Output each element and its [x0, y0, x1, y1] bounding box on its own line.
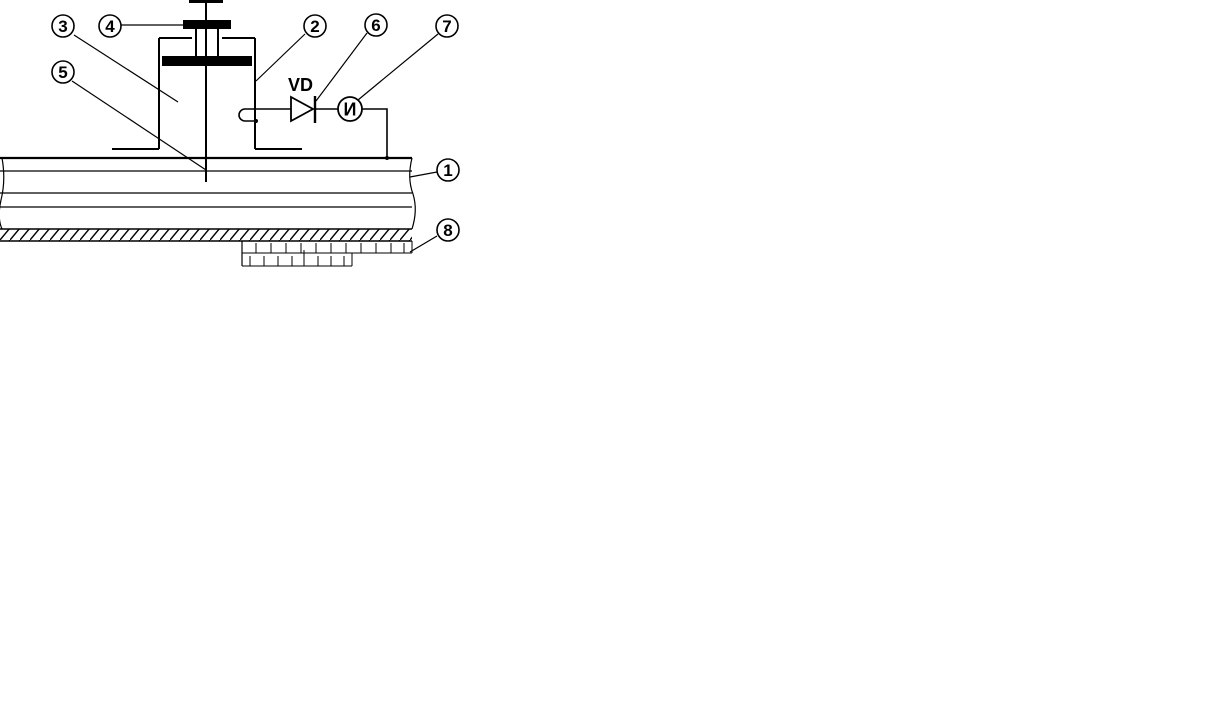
pipe-wall-hatching [0, 229, 412, 241]
callout-8: 8 [436, 218, 460, 242]
wire-meter-to-pipe [362, 108, 388, 158]
insulation-coating [241, 241, 413, 267]
callout-1: 1 [436, 158, 460, 182]
callout-6: 6 [364, 13, 388, 37]
measurement-circuit: И [238, 95, 389, 160]
leader-5 [71, 80, 207, 171]
callout-7: 7 [435, 14, 459, 38]
wire-junction-housing [254, 119, 258, 123]
callout-5: 5 [51, 60, 75, 84]
meter-label: И [344, 100, 357, 120]
svg-text:5: 5 [58, 63, 67, 82]
callout-4: 4 [98, 14, 122, 38]
svg-text:3: 3 [58, 17, 67, 36]
leader-lines [71, 24, 439, 253]
svg-text:1: 1 [443, 161, 452, 180]
diode-label: VD [288, 75, 313, 95]
wire-junction-pipe [385, 156, 389, 160]
callout-2: 2 [303, 14, 327, 38]
svg-text:2: 2 [310, 17, 319, 36]
svg-text:4: 4 [105, 17, 115, 36]
pipe [0, 156, 416, 242]
diode-vd [290, 95, 317, 123]
svg-text:8: 8 [443, 221, 452, 240]
leader-1 [409, 171, 438, 178]
svg-text:7: 7 [442, 17, 451, 36]
cell-housing [112, 37, 302, 150]
leader-7 [357, 33, 439, 101]
insulation-brick-ticks [249, 243, 405, 266]
leader-3 [73, 34, 179, 103]
leader-8 [409, 235, 438, 253]
meter: И [337, 96, 363, 122]
leader-6 [315, 32, 368, 102]
wire-hook [238, 108, 256, 122]
leader-2 [255, 33, 306, 82]
svg-text:6: 6 [371, 16, 380, 35]
callout-3: 3 [51, 14, 75, 38]
